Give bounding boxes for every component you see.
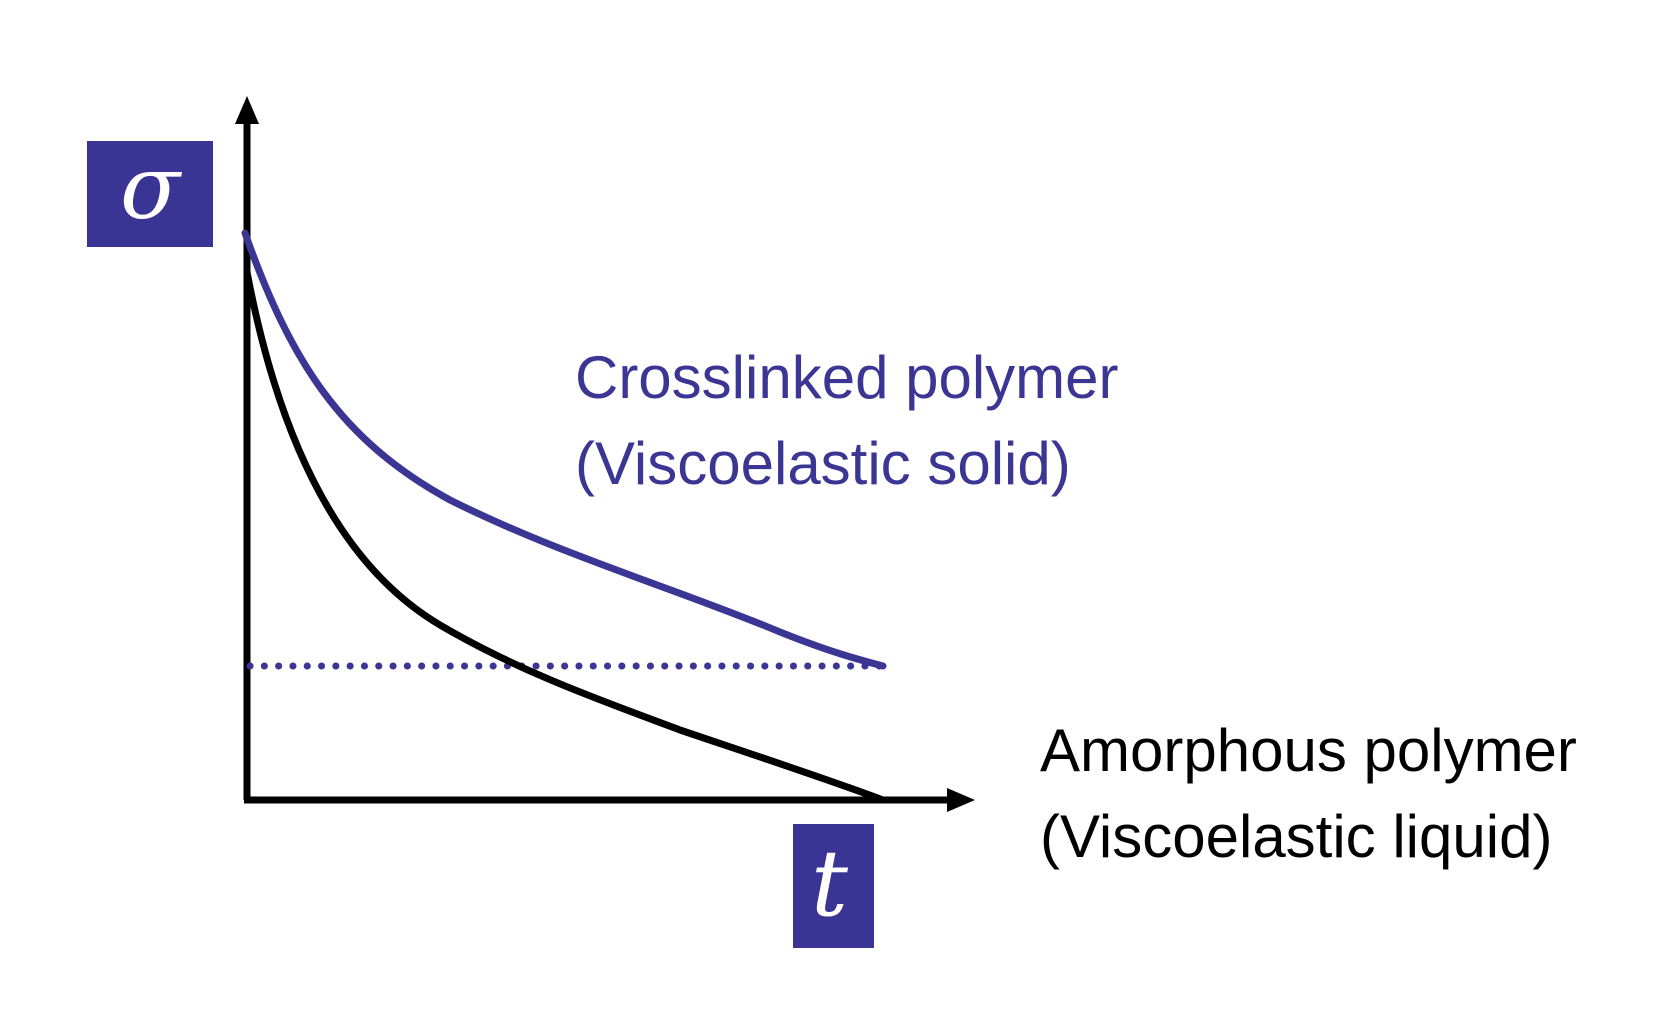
amorphous-label-line2: (Viscoelastic liquid) (1040, 803, 1553, 870)
y-axis-arrowhead (235, 96, 259, 124)
crosslinked-polymer-label: Crosslinked polymer (Viscoelastic solid) (575, 335, 1119, 507)
time-symbol: t (811, 830, 848, 937)
crosslinked-polymer-curve (241, 229, 887, 670)
amorphous-polymer-curve (243, 268, 887, 804)
x-axis-symbol-box: t (793, 824, 874, 948)
crosslinked-label-line1: Crosslinked polymer (575, 344, 1119, 411)
x-axis-arrowhead (947, 788, 975, 812)
sigma-symbol: σ (119, 136, 181, 239)
amorphous-polymer-label: Amorphous polymer (Viscoelastic liquid) (1040, 708, 1577, 880)
amorphous-label-line1: Amorphous polymer (1040, 717, 1577, 784)
y-axis-symbol-box: σ (87, 141, 213, 247)
crosslinked-label-line2: (Viscoelastic solid) (575, 430, 1071, 497)
